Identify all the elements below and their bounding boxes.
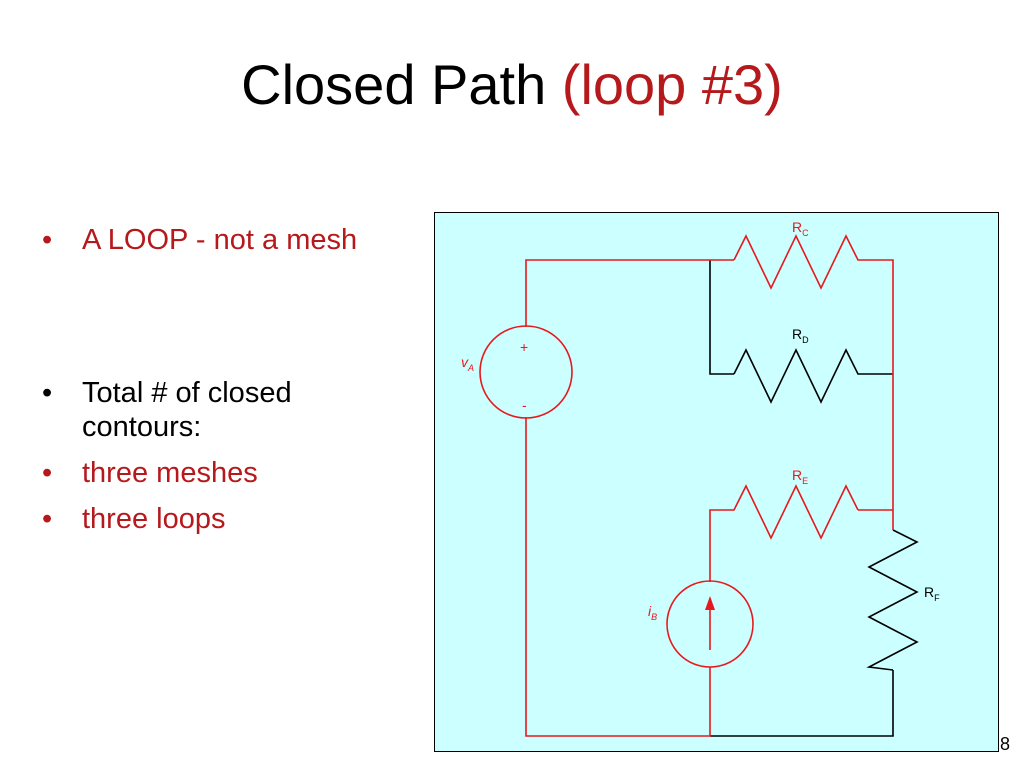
bullet-item: three meshes [42,456,402,490]
resistor-rf [866,529,919,671]
label-minus: - [522,397,527,413]
resistor-rc [733,234,894,530]
slide-title: Closed Path (loop #3) [0,52,1024,117]
label-plus: + [520,339,528,355]
ib-arrow-icon [705,596,715,610]
voltage-source-va [479,325,573,419]
inactive-branch [709,260,919,737]
current-source-ib [666,580,754,668]
rf-bottom-wire [710,670,894,737]
top-left-wire [525,259,734,327]
bullet-list-bottom: Total # of closed contours: three meshes… [42,376,402,548]
title-accent: (loop #3) [561,53,783,116]
label-rc: RC [792,219,809,238]
bullet-item: Total # of closed contours: [42,376,402,444]
label-ib: iB [648,603,657,622]
ib-bottom-wire [525,417,711,737]
circuit-background [434,212,999,752]
label-va: vA [461,354,474,373]
label-rd: RD [792,326,809,345]
rd-left-wire [709,260,734,375]
bullet-list-top: A LOOP - not a mesh [42,223,357,269]
active-loop [479,234,894,737]
label-rf: RF [924,584,940,603]
bullet-item: three loops [42,502,402,536]
label-re: RE [792,467,808,486]
bullet-item: A LOOP - not a mesh [42,223,357,257]
resistor-re [709,484,859,582]
resistor-rd [733,348,893,404]
page-number: 8 [1000,734,1011,754]
circuit-diagram: RC RD RE RF vA iB + - [434,212,999,752]
title-main: Closed Path [241,53,562,116]
